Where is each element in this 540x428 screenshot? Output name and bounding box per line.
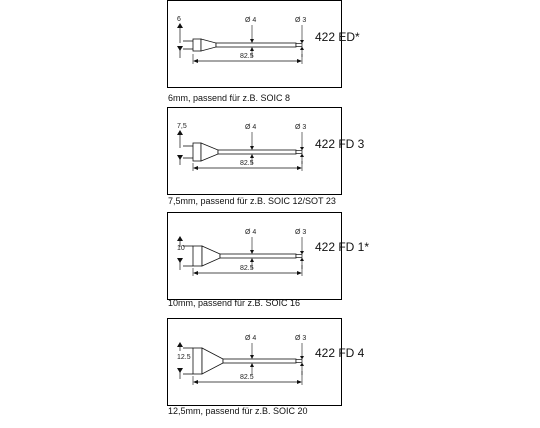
tool-drawing-frame: 10 Ø 4 Ø 3 82.5	[167, 212, 342, 300]
tool-shaft	[219, 253, 297, 259]
length-label: 82.5	[240, 160, 254, 167]
tool-panel-422-fd-1: 10 Ø 4 Ø 3 82.5 422 FD 1* 10mm, passe	[167, 212, 540, 322]
tool-shaft	[222, 358, 297, 364]
tool-end	[295, 254, 303, 258]
end-diameter-label: Ø 3	[295, 124, 306, 131]
tip-width-label: 12.5	[177, 354, 191, 361]
end-diameter-label: Ø 3	[295, 229, 306, 236]
shaft-diameter-label: Ø 4	[245, 124, 256, 131]
tool-panel-422-ed: 6 Ø 4 Ø 3 82.5 422 ED* 6mm, passend f	[167, 0, 540, 110]
shaft-diameter-label: Ø 4	[245, 17, 256, 24]
tool-drawing: 6 Ø 4 Ø 3 82.5	[177, 16, 306, 64]
tool-drawing-frame: 6 Ø 4 Ø 3 82.5	[167, 0, 342, 88]
tool-taper	[201, 347, 224, 375]
tool-taper	[200, 142, 219, 162]
tool-drawing-frame: 7,5 Ø 4 Ø 3 82.5	[167, 107, 342, 195]
tip-width-label: 6	[177, 16, 181, 23]
tool-drawing-frame: 12.5 Ø 4 Ø 3 82.5	[167, 318, 342, 406]
panel-caption: 10mm, passend für z.B. SOIC 16	[168, 298, 301, 308]
tool-tip	[192, 142, 202, 162]
tool-tip	[192, 38, 202, 52]
tool-end	[295, 359, 303, 363]
panel-caption: 6mm, passend für z.B. SOIC 8	[168, 93, 291, 103]
tool-tip	[192, 245, 203, 267]
tip-width-label: 10	[177, 245, 185, 252]
tool-drawing: 12.5 Ø 4 Ø 3 82.5	[177, 335, 306, 385]
tool-shaft	[215, 42, 297, 48]
tool-drawing: 10 Ø 4 Ø 3 82.5	[177, 229, 306, 276]
end-diameter-label: Ø 3	[295, 17, 306, 24]
model-label: 422 ED*	[315, 30, 360, 44]
length-label: 82.5	[240, 374, 254, 381]
tool-taper	[200, 38, 217, 52]
tool-panel-422-fd-4: 12.5 Ø 4 Ø 3 82.5 422 FD 4 12,5mm, pa	[167, 318, 540, 428]
length-label: 82.5	[240, 265, 254, 272]
tool-end	[295, 150, 303, 154]
tip-width-label: 7,5	[177, 123, 187, 130]
end-diameter-label: Ø 3	[295, 335, 306, 342]
panel-caption: 7,5mm, passend für z.B. SOIC 12/SOT 23	[168, 196, 336, 206]
tool-taper	[201, 245, 221, 267]
tool-tip	[192, 347, 203, 375]
model-label: 422 FD 4	[315, 346, 365, 360]
shaft-diameter-label: Ø 4	[245, 229, 256, 236]
length-label: 82.5	[240, 53, 254, 60]
model-label: 422 FD 1*	[315, 240, 370, 254]
tool-drawing: 7,5 Ø 4 Ø 3 82.5	[177, 123, 306, 171]
panel-caption: 12,5mm, passend für z.B. SOIC 20	[168, 406, 308, 416]
shaft-diameter-label: Ø 4	[245, 335, 256, 342]
tool-panel-422-fd-3: 7,5 Ø 4 Ø 3 82.5 422 FD 3 7,5mm, pass	[167, 107, 540, 217]
tool-end	[295, 43, 303, 47]
model-label: 422 FD 3	[315, 137, 365, 151]
tool-shaft	[217, 149, 297, 155]
